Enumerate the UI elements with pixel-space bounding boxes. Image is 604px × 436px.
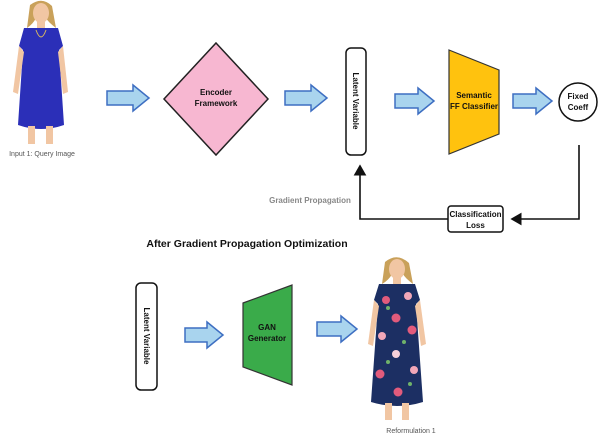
- fixed-coeff-line1: Fixed: [568, 92, 589, 101]
- reformulated-image: [368, 257, 426, 420]
- loss-label-line2: Loss: [466, 221, 485, 230]
- generator-label-line2: Generator: [248, 334, 286, 343]
- gan-generator-box: [242, 284, 293, 386]
- encoder-label-line1: Encoder: [200, 88, 232, 97]
- arrow-coeff-to-loss: [510, 145, 580, 226]
- classifier-label-line1: Semantic: [456, 91, 492, 100]
- arrow-classifier-to-coeff: [512, 86, 554, 116]
- query-dress: [18, 28, 64, 129]
- generator-label-line1: GAN: [258, 323, 276, 332]
- arrow-loss-to-latent: [353, 164, 448, 220]
- arrow-latent-to-generator: [184, 320, 225, 350]
- semantic-classifier-box: [448, 49, 500, 155]
- latent-variable-bottom-label: Latent Variable: [142, 308, 151, 365]
- classifier-label-line2: FF Classifier: [450, 102, 498, 111]
- arrow-generator-to-result: [316, 314, 359, 344]
- fixed-coeff-line2: Coeff: [568, 103, 589, 112]
- latent-variable-top-label: Latent Variable: [351, 73, 360, 130]
- arrow-query-to-encoder: [106, 83, 151, 113]
- query-image-caption: Input 1: Query Image: [9, 151, 75, 158]
- section-title: After Gradient Propagation Optimization: [146, 238, 347, 250]
- fixed-coeff-circle: [558, 82, 598, 122]
- query-image: [13, 0, 68, 144]
- arrow-encoder-to-latent: [284, 83, 329, 113]
- loss-label-line1: Classification: [449, 210, 501, 219]
- encoder-label-line2: Framework: [195, 99, 238, 108]
- gradient-propagation-label: Gradient Propagation: [269, 196, 351, 205]
- encoder-framework-box: [162, 41, 270, 157]
- arrow-latent-to-classifier: [394, 86, 436, 116]
- latent-variable-top-box: [345, 47, 367, 156]
- reformulated-image-caption: Reformulation 1: [386, 428, 436, 435]
- latent-variable-bottom-box: [135, 282, 158, 391]
